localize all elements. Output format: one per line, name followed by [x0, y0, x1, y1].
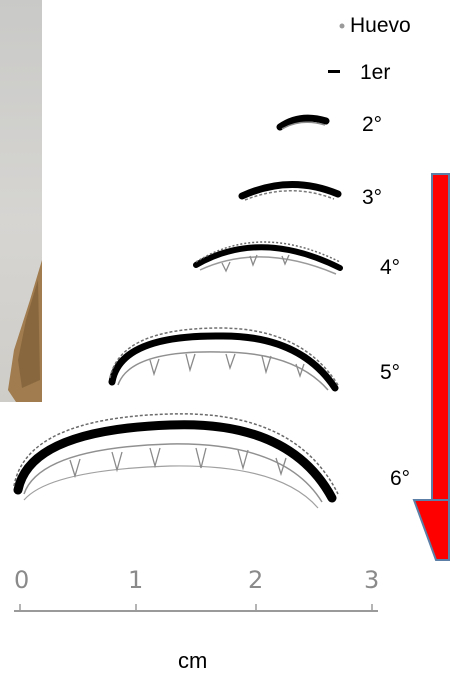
- scale-unit: cm: [178, 650, 207, 672]
- scale-tick-3: 3: [364, 568, 379, 592]
- scale-tick-0: 0: [14, 568, 29, 592]
- scale-ticks: [20, 604, 372, 611]
- scale-tick-1: 1: [128, 568, 143, 592]
- scale-tick-2: 2: [248, 568, 263, 592]
